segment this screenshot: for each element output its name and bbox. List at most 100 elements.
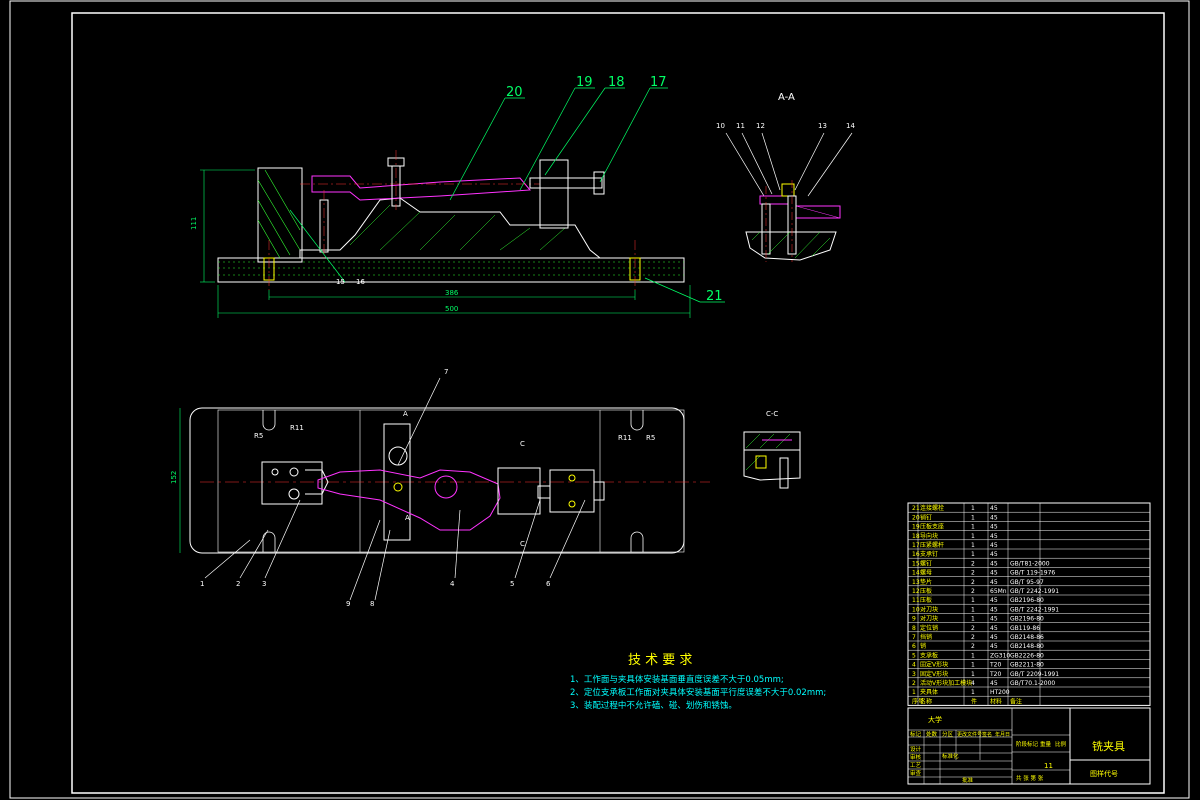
bom-cell-mat: 45 [990,551,998,558]
bom-cell-name: 夹具体 [920,688,938,696]
aa-label-13: 13 [818,122,827,130]
mark-a-top: A [403,410,408,418]
tb-school: 大学 [928,715,942,724]
section-cc-title: C-C [766,410,778,418]
workpiece-rod [317,469,501,531]
tech-title: 技 术 要 求 [628,653,692,668]
tb-sheet-mark: 11 [1044,762,1053,770]
tb-row-process: 工艺 [910,762,922,769]
plan-callout-1: 1 [200,580,204,588]
tb-row-review: 审核 [910,753,922,761]
bom-cell-mat: 45 [990,533,998,540]
bom-cell-qty: 1 [971,542,975,549]
bom-cell-std: GB/T 2209-1991 [1010,671,1059,678]
bom-header-name: 名称 [920,697,932,705]
mark-c-top: C [520,440,525,448]
bom-cell-mat: T20 [989,662,1001,669]
callout-21: 21 [706,289,723,304]
bom-cell-no: 15 [912,560,920,567]
plan-r5-b: R5 [646,434,655,442]
bom-cell-no: 20 [912,514,920,521]
bom-cell-no: 1 [912,689,916,696]
bom-cell-no: 13 [912,579,920,586]
plan-r5-a: R5 [254,432,263,440]
bom-cell-std: GB/T 119-1976 [1010,570,1055,577]
plan-r11-b: R11 [618,434,632,442]
plan-callout-8: 8 [370,600,374,608]
clamp-screw-bar [529,177,603,189]
section-aa: A-A 10 11 12 13 14 [716,92,855,262]
tb-drawing-code: 图样代号 [1090,769,1118,778]
bom-cell-mat: 45 [990,597,998,604]
front-view: 111 386 500 20 19 18 17 21 15 16 [190,75,725,318]
bom-cell-mat: 45 [990,505,998,512]
bom-cell-mat: 45 [990,514,998,521]
bom-cell-qty: 1 [971,616,975,623]
bom-cell-no: 11 [912,597,920,604]
bom-header-mat: 材料 [990,697,1002,705]
inner-frame [71,12,1165,794]
tb-row-check: 审查 [910,769,922,777]
bom-cell-no: 6 [912,643,916,650]
aa-label-14: 14 [846,122,855,130]
bom-cell-no: 16 [912,551,920,558]
aa-label-12: 12 [756,122,765,130]
bom-header-no: 序号 [912,697,924,705]
bom-cell-std: GB2196-80 [1010,616,1044,623]
aa-label-11: 11 [736,122,745,130]
plan-view: R11 R5 R11 R5 A A C C 152 [170,368,710,608]
dim-plan-width: 152 [170,471,178,484]
bom-cell-no: 7 [912,634,916,641]
plan-callout-4: 4 [450,580,455,588]
plan-callout-6: 6 [546,580,551,588]
tb-row-design: 设计 [910,745,922,753]
bom-cell-name: 活动V形块加工模块 [920,679,972,687]
tech-item-2: 2、定位支承板工作面对夹具体安装基面平行度误差不大于0.02mm; [570,687,826,698]
bom-cell-name: 压紧螺杆 [920,541,944,549]
tb-stage: 阶段标记 [1016,740,1039,748]
tb-col-sign: 签名 [982,731,992,738]
body-profile [299,197,601,259]
bom-cell-name: 压板支座 [920,523,944,531]
bom-cell-qty: 2 [971,625,975,632]
bom-cell-mat: 45 [990,542,998,549]
bom-cell-std: GB119-86 [1010,625,1040,632]
mark-c-bottom: C [520,540,525,548]
dim-inner: 386 [445,289,459,297]
bom-cell-mat: 65Mn [990,588,1007,595]
callout-19: 19 [576,75,593,90]
title-block: 大学 铣夹具 图样代号 11 阶段标记 重量 比例 共 张 第 张 标记 处数 … [907,707,1151,785]
bom-cell-name: 垫片 [920,578,932,586]
bom-cell-qty: 1 [971,671,975,678]
bom-cell-std: GB/T 2242-1991 [1010,606,1059,613]
tb-col-zone: 分区 [942,730,954,738]
base-plate [217,257,685,283]
bom-cell-name: 销 [920,642,926,650]
aa-label-10: 10 [716,122,725,130]
bom-cell-mat: 45 [990,570,998,577]
tech-item-3: 3、装配过程中不允许磕、碰、划伤和锈蚀。 [570,700,737,711]
section-aa-title: A-A [778,92,795,103]
bom-cell-no: 18 [912,533,920,540]
section-cc: C-C [743,410,801,489]
bom-cell-no: 5 [912,652,916,659]
bom-cell-qty: 2 [971,643,975,650]
right-support [539,159,569,229]
bom-cell-no: 8 [912,625,916,632]
bom-cell-qty: 2 [971,560,975,567]
bom-cell-name: 固定V形块 [920,670,948,678]
bom-cell-mat: T20 [989,671,1001,678]
tb-col-count: 处数 [926,730,938,738]
bom-cell-name: 支承板 [920,651,938,659]
bom-cell-mat: 45 [990,616,998,623]
bom-cell-mat: 45 [990,560,998,567]
bom-cell-qty: 1 [971,689,975,696]
bom-cell-mat: 45 [990,524,998,531]
bom-header-std: 备注 [1010,697,1022,705]
body-hatch [349,204,566,251]
bom-cell-no: 12 [912,588,920,595]
plan-callout-2: 2 [236,580,240,588]
plan-callout-3: 3 [262,580,266,588]
